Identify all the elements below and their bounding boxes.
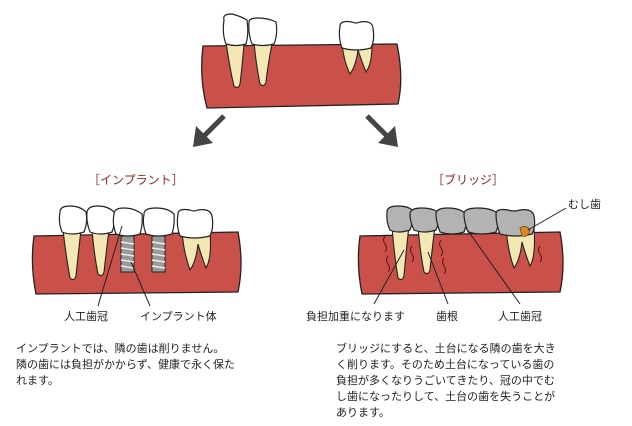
top-tooth-2 — [248, 17, 278, 87]
bridge-description-line: く削ります。そのため土台になっている歯の — [336, 358, 555, 371]
bridge-abutment-root-2 — [417, 225, 436, 275]
bridge-description-line: し歯になったりして、土台の歯を失うことが — [336, 390, 556, 403]
cavity-leader — [527, 207, 567, 231]
top-missing-tooth-illustration — [201, 13, 402, 109]
burden-label: 負担加重になります — [306, 309, 405, 323]
implant-description: インプラントでは、隣の歯は削りません。 隣の歯には負担がかからず、健康で永く保た… — [16, 341, 286, 389]
cavity-tooth-label: むし歯 — [568, 198, 601, 211]
arrow-right — [365, 114, 398, 147]
implant-body-leader — [130, 261, 151, 307]
top-tooth-1 — [222, 13, 249, 89]
top-molar — [338, 20, 375, 76]
implant-illustration — [31, 205, 242, 307]
implant-right-molar — [176, 208, 214, 272]
bridge-crown-leader — [465, 227, 521, 305]
implant-crown-label: 人工歯冠 — [64, 310, 108, 323]
stress-marks — [383, 235, 542, 275]
implant-crown-2 — [142, 207, 175, 273]
implant-body-label: インプラント体 — [140, 309, 217, 323]
implant-crown-leader — [97, 225, 123, 307]
bridge-crown-label: 人工歯冠 — [498, 310, 542, 323]
bridge-metal-crowns — [386, 205, 536, 237]
implant-description-line: れます。 — [16, 374, 59, 387]
bridge-description-line: あります。 — [336, 406, 390, 419]
bridge-description: ブリッジにすると、土台になる隣の歯を大き く削ります。そのため土台になっている歯… — [336, 341, 622, 421]
implant-description-line: インプラントでは、隣の歯は削りません。 — [16, 342, 225, 355]
implant-title: ［インプラント］ — [88, 173, 184, 187]
implant-left-tooth-2 — [86, 205, 116, 277]
bridge-description-line: ブリッジにすると、土台になる隣の歯を大き — [336, 342, 556, 355]
implant-left-tooth-1 — [58, 205, 88, 281]
implant-crown-1 — [112, 207, 143, 273]
bridge-title: ［ブリッジ］ — [432, 172, 504, 187]
implant-description-line: 隣の歯には負担がかからず、健康で永く保た — [16, 358, 236, 371]
bridge-description-line: 負担が多くなりうごいてきたり、冠の中でむ — [336, 374, 555, 387]
bridge-molar-root — [505, 227, 536, 270]
root-label: 歯根 — [436, 309, 458, 323]
root-leader — [427, 251, 449, 305]
bridge-abutment-root-1 — [391, 225, 410, 281]
bridge-illustration — [357, 205, 567, 305]
arrow-left — [193, 114, 226, 147]
burden-leader — [373, 249, 405, 305]
cavity-spot — [519, 226, 531, 237]
